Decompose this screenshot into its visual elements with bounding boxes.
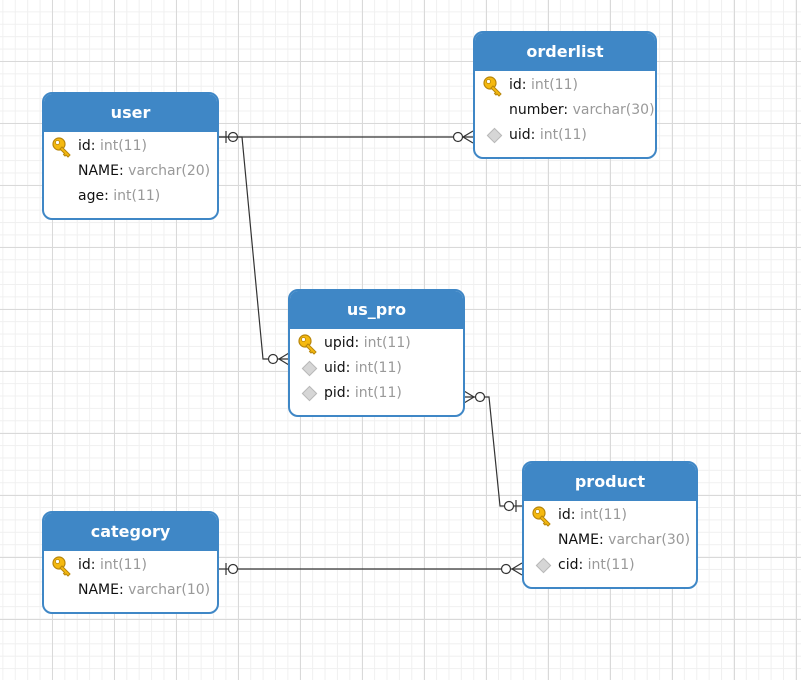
field-type: varchar(30)	[608, 532, 691, 548]
diamond-icon	[486, 127, 503, 144]
entity-title: product	[524, 463, 696, 501]
field-name: NAME	[78, 582, 119, 598]
entity-orderlist[interactable]: orderlist id: int(11) number: varchar(30…	[473, 31, 657, 159]
field-name: NAME	[78, 163, 119, 179]
field-type: varchar(20)	[128, 163, 211, 179]
key-icon	[531, 505, 553, 527]
field-name: uid	[509, 127, 531, 143]
field-name: id	[78, 138, 91, 154]
field-row[interactable]: pid: int(11)	[290, 381, 463, 406]
field-name: cid	[558, 557, 579, 573]
field-type: varchar(10)	[128, 582, 211, 598]
entity-title: user	[44, 94, 217, 132]
field-row[interactable]: upid: int(11)	[290, 331, 463, 356]
relationship-user-us_pro[interactable]	[219, 136, 290, 366]
field-row[interactable]: number: varchar(30)	[509, 102, 655, 118]
field-name: id	[558, 507, 571, 523]
field-name: NAME	[558, 532, 599, 548]
field-type: int(11)	[579, 507, 627, 523]
field-name: pid	[324, 385, 346, 401]
field-type: int(11)	[354, 360, 402, 376]
field-type: int(11)	[539, 127, 587, 143]
entity-category[interactable]: category id: int(11) NAME: varchar(10)	[42, 511, 219, 614]
field-type: int(11)	[99, 138, 147, 154]
field-row[interactable]: id: int(11)	[524, 503, 696, 528]
diamond-icon	[301, 385, 318, 402]
field-type: int(11)	[587, 557, 635, 573]
entity-title: category	[44, 513, 217, 551]
field-row[interactable]: id: int(11)	[44, 134, 217, 159]
field-row[interactable]: age: int(11)	[78, 188, 161, 204]
field-name: number	[509, 102, 564, 118]
field-type: int(11)	[530, 77, 578, 93]
key-icon	[297, 333, 319, 355]
field-row[interactable]: id: int(11)	[44, 553, 217, 578]
field-name: uid	[324, 360, 346, 376]
relationship-product-us_pro[interactable]	[463, 390, 522, 512]
field-row[interactable]: NAME: varchar(10)	[78, 582, 211, 598]
field-type: int(11)	[354, 385, 402, 401]
field-row[interactable]: cid: int(11)	[524, 553, 696, 578]
key-icon	[482, 75, 504, 97]
field-row[interactable]: id: int(11)	[475, 73, 655, 98]
field-type: int(11)	[113, 188, 161, 204]
field-name: upid	[324, 335, 355, 351]
field-name: id	[78, 557, 91, 573]
entity-us_pro[interactable]: us_pro upid: int(11) uid: int(11) pid: i…	[288, 289, 465, 417]
relationship-user-orderlist[interactable]	[219, 130, 474, 144]
entity-product[interactable]: product id: int(11) NAME: varchar(30) ci…	[522, 461, 698, 589]
key-icon	[51, 555, 73, 577]
field-type: int(11)	[363, 335, 411, 351]
field-row[interactable]: NAME: varchar(20)	[78, 163, 211, 179]
entity-title: orderlist	[475, 33, 655, 71]
field-row[interactable]: uid: int(11)	[290, 356, 463, 381]
diamond-icon	[301, 360, 318, 377]
field-name: age	[78, 188, 105, 204]
diamond-icon	[535, 557, 552, 574]
key-icon	[51, 136, 73, 158]
field-name: id	[509, 77, 522, 93]
field-type: varchar(30)	[572, 102, 655, 118]
field-type: int(11)	[99, 557, 147, 573]
entity-user[interactable]: user id: int(11) NAME: varchar(20) age: …	[42, 92, 219, 220]
entity-title: us_pro	[290, 291, 463, 329]
field-row[interactable]: uid: int(11)	[475, 123, 655, 148]
relationship-category-product[interactable]	[219, 562, 523, 576]
field-row[interactable]: NAME: varchar(30)	[558, 532, 691, 548]
